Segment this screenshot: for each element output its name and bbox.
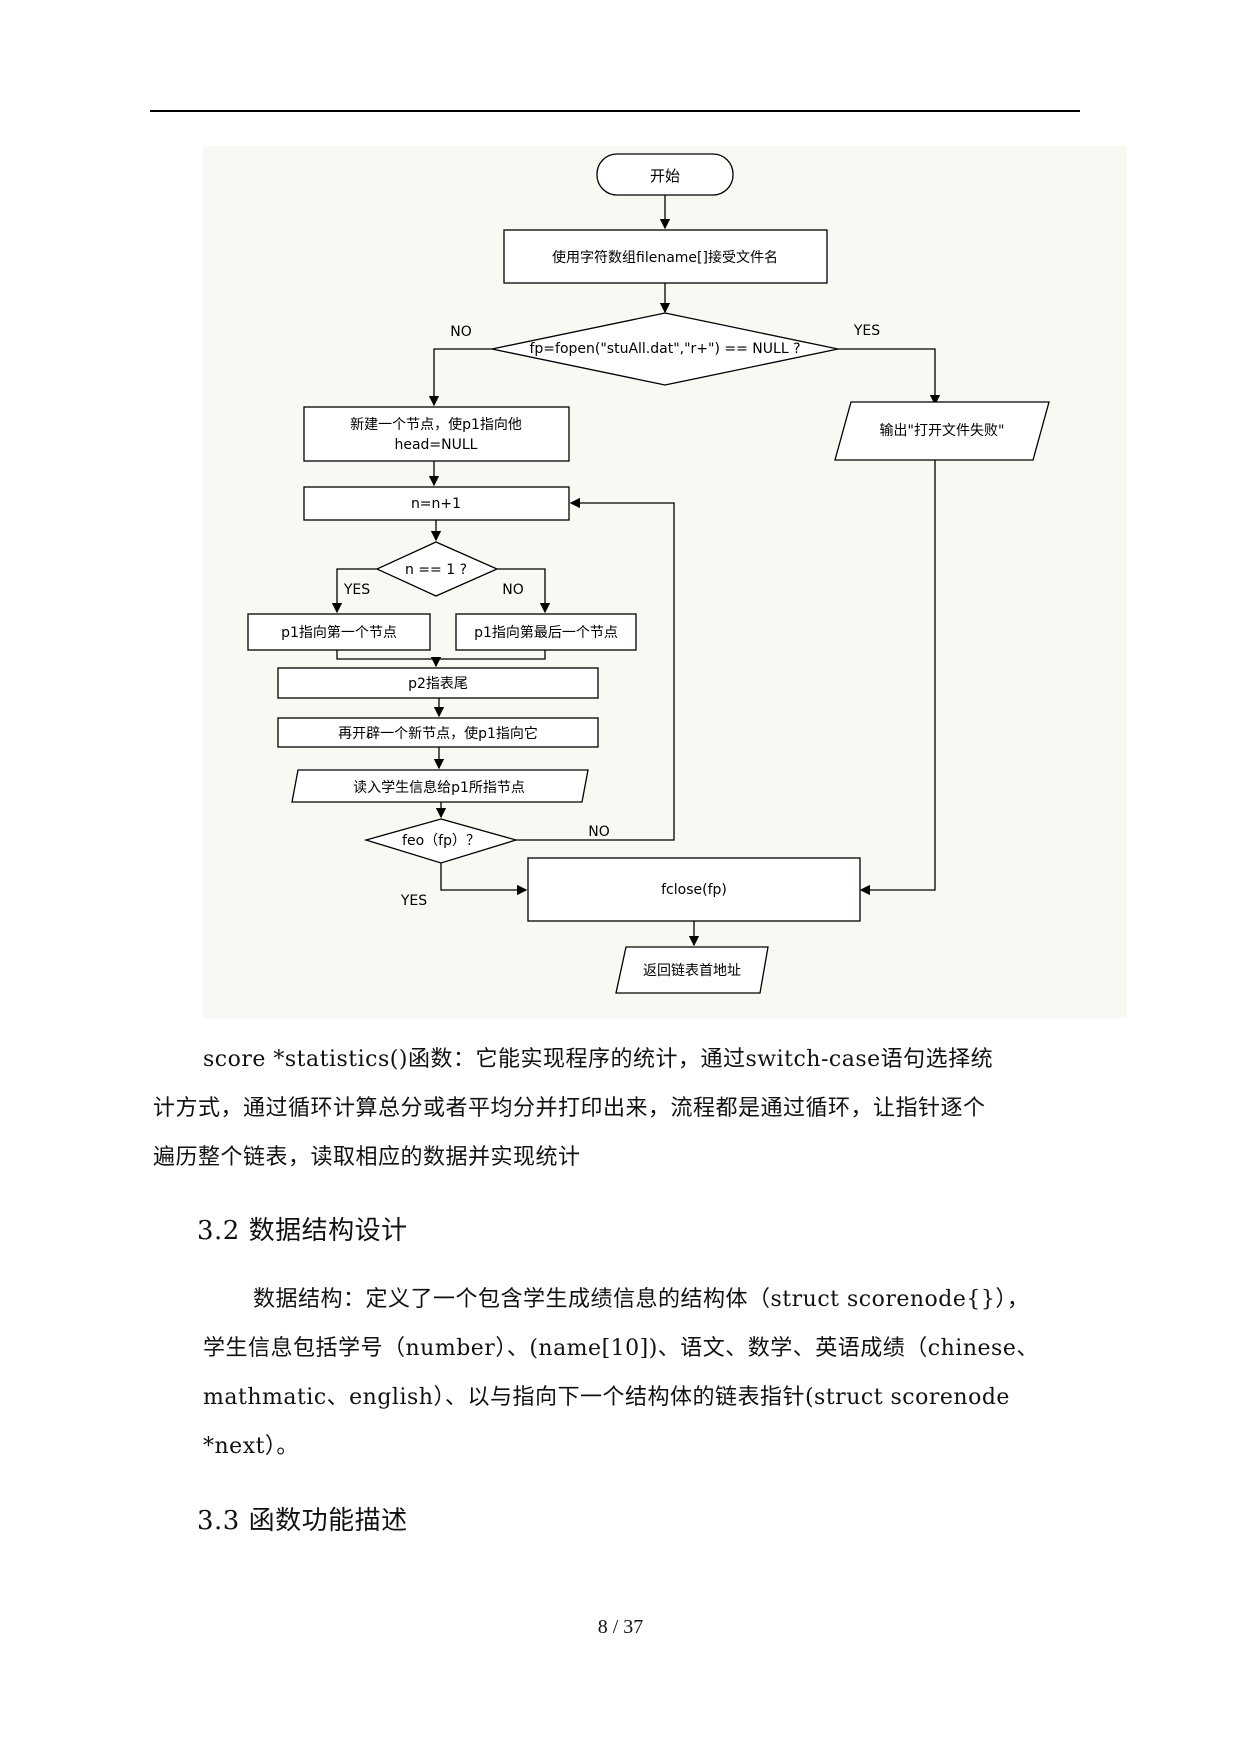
output-fail-box [834,401,1050,461]
filename-label: 使用字符数组filename[]接受文件名 [552,249,778,266]
n-decision-label: n == 1 ? [405,562,467,578]
p2-tail-box [277,667,599,699]
counter-label: n=n+1 [411,496,461,512]
new-node-box [303,406,570,462]
new-node-label-2: head=NULL [394,437,477,453]
new-node-label-1: 新建一个节点，使p1指向他 [350,416,522,433]
eof-label: feo（fp）？ [402,833,480,849]
n-decision [375,541,499,597]
fopen-label: fp=fopen("stuAll.dat","r+") == NULL ? [529,341,800,357]
p1-first-label: p1指向第一个节点 [281,624,397,641]
p1-last-label: p1指向第最后一个节点 [474,624,618,641]
start-label: 开始 [650,167,680,185]
section-heading-3-3: 3.3 函数功能描述 [197,1506,408,1536]
read-info-box [291,769,589,803]
header-rule [150,110,1080,112]
return-head-box [615,946,769,994]
page-number: 8 / 37 [597,1616,644,1638]
p1-last-box [455,613,637,651]
data-structure-paragraph: 数据结构：定义了一个包含学生成绩信息的结构体（struct scorenode{… [203,1275,1083,1471]
data-structure-line-1: 数据结构：定义了一个包含学生成绩信息的结构体（struct scorenode{… [253,1287,1030,1312]
p2-tail-label: p2指表尾 [408,676,468,692]
fopen-decision [491,312,839,386]
filename-box [503,229,828,284]
data-structure-line-3: mathmatic、english）、以与指向下一个结构体的链表指针(struc… [203,1385,1010,1410]
yes-label-2: YES [343,582,370,598]
data-structure-line-4: *next）。 [203,1434,299,1459]
output-fail-label: 输出"打开文件失败" [880,422,1005,439]
counter-box [303,486,570,521]
yes-label-3: YES [400,893,427,909]
fclose-box [527,857,861,922]
section-heading-3-2: 3.2 数据结构设计 [197,1216,408,1246]
return-head-label: 返回链表首地址 [643,963,741,979]
statistics-paragraph: score *statistics()函数：它能实现程序的统计，通过switch… [153,1035,1083,1182]
no-label-1: NO [450,324,472,340]
statistics-line-1: score *statistics()函数：它能实现程序的统计，通过switch… [203,1047,994,1072]
data-structure-line-2: 学生信息包括学号（number）、(name[10])、语文、数学、英语成绩（c… [203,1336,1039,1361]
no-label-3: NO [588,824,610,840]
fclose-label: fclose(fp) [661,882,727,898]
flowchart-figure: 开始 使用字符数组filename[]接受文件名 fp=fopen("stuAl… [203,146,1127,1018]
no-label-2: NO [502,582,524,598]
new-node-again-label: 再开辟一个新节点，使p1指向它 [338,725,538,742]
yes-label-1: YES [853,323,880,339]
read-info-label: 读入学生信息给p1所指节点 [353,779,525,796]
p1-first-box [247,613,431,651]
new-node-again-box [277,717,599,748]
flowchart-svg: 开始 使用字符数组filename[]接受文件名 fp=fopen("stuAl… [247,153,1050,994]
statistics-line-2: 计方式，通过循环计算总分或者平均分并打印出来，流程都是通过循环，让指针逐个 [153,1096,986,1121]
statistics-line-3: 遍历整个链表，读取相应的数据并实现统计 [153,1145,581,1170]
